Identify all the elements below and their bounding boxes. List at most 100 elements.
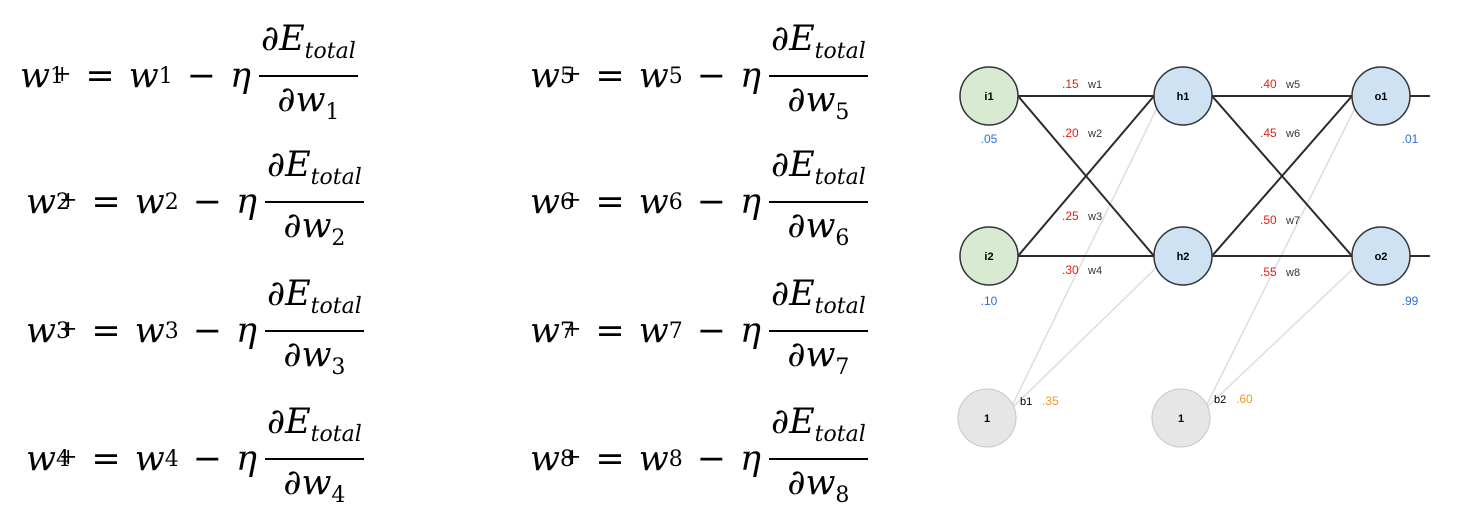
partial-derivative: ∂Etotal∂w1 [259,20,358,132]
lhs-weight: w [530,439,560,479]
rhs-index: 5 [668,63,683,89]
denominator-symbol: ∂w [787,80,836,120]
bias-name-b1: b1 [1020,396,1032,408]
updated-marker: + [562,187,582,213]
weight-value-w7: .50 [1260,213,1277,227]
rhs-weight: w [638,311,669,351]
learning-rate: η [740,56,762,96]
learning-rate: η [740,182,762,222]
denominator-subscript: 6 [835,226,850,251]
bias-edge-b1-h2 [1009,265,1159,411]
rhs-weight: w [638,56,669,96]
numerator-subscript: total [814,294,866,319]
node-o1 [1351,66,1411,126]
rhs-weight: w [128,56,159,96]
weight-value-w5: .40 [1260,77,1277,91]
weight-name-w4: w4 [1087,265,1102,277]
equals-sign: = [91,439,121,479]
edge-w7 [1211,95,1353,257]
node-label-h1: h1 [1177,91,1190,103]
denominator-symbol: ∂w [283,206,332,246]
weight-name-w1: w1 [1087,79,1102,91]
numerator: ∂Etotal [265,275,364,332]
updated-marker: + [562,61,582,87]
denominator-subscript: 4 [331,483,346,508]
rhs-index: 1 [158,63,173,89]
bias-edge-b1-h1 [1009,105,1159,411]
value-i2: .10 [981,294,998,308]
weight-value-w4: .30 [1062,263,1079,277]
numerator-subscript: total [814,165,866,190]
lhs-index: 6 [559,189,574,215]
lhs-index: 4 [55,446,70,472]
equals-sign: = [595,182,625,222]
updated-marker: + [58,187,78,213]
lhs-index: 5 [559,63,574,89]
numerator: ∂Etotal [769,403,868,460]
rhs-index: 7 [668,318,683,344]
learning-rate: η [236,311,258,351]
node-h1 [1153,66,1213,126]
lhs-weight: w [530,311,560,351]
weight-value-w6: .45 [1260,126,1277,140]
weight-name-w5: w5 [1285,79,1300,91]
denominator-symbol: ∂w [283,463,332,503]
weight-name-w6: w6 [1285,128,1300,140]
rhs-index: 4 [164,446,179,472]
minus-sign: − [192,439,223,479]
partial-derivative: ∂Etotal∂w6 [769,146,868,258]
equals-sign: = [595,56,625,96]
denominator-symbol: ∂w [277,80,326,120]
node-i1 [959,66,1019,126]
learning-rate: η [740,439,762,479]
value-i1: .05 [981,132,998,146]
node-label-o2: o2 [1375,251,1388,263]
numerator-subscript: total [310,294,362,319]
equals-sign: = [595,311,625,351]
learning-rate: η [236,182,258,222]
lhs-weight: w [26,182,56,222]
denominator-symbol: ∂w [787,335,836,375]
denominator-subscript: 1 [325,100,340,125]
node-label-h2: h2 [1177,251,1190,263]
partial-derivative: ∂Etotal∂w4 [265,403,364,515]
rhs-weight: w [134,182,165,222]
numerator-subscript: total [814,39,866,64]
bias-edge-b2-o2 [1203,265,1357,411]
numerator: ∂Etotal [769,275,868,332]
numerator: ∂Etotal [259,20,358,77]
minus-sign: − [192,311,223,351]
denominator-subscript: 2 [331,226,346,251]
bias-name-b2: b2 [1214,394,1226,406]
denominator-subscript: 8 [835,483,850,508]
numerator-symbol: ∂E [771,145,815,185]
weight-name-w3: w3 [1087,211,1102,223]
bias-edge-b2-o1 [1203,105,1357,411]
bias-value-b2: .60 [1236,392,1253,406]
bias-value-b1: .35 [1042,394,1059,408]
numerator-symbol: ∂E [267,402,311,442]
denominator-symbol: ∂w [787,463,836,503]
weight-name-w2: w2 [1087,128,1102,140]
learning-rate: η [236,439,258,479]
numerator-symbol: ∂E [771,402,815,442]
node-h2 [1153,226,1213,286]
numerator: ∂Etotal [769,146,868,203]
denominator: ∂w3 [283,332,345,387]
numerator: ∂Etotal [265,146,364,203]
denominator: ∂w2 [283,203,345,258]
lhs-index: 7 [559,318,574,344]
denominator-subscript: 5 [835,100,850,125]
weight-name-w8: w8 [1285,267,1300,279]
minus-sign: − [192,182,223,222]
weight-value-w2: .20 [1062,126,1079,140]
rhs-index: 2 [164,189,179,215]
denominator: ∂w6 [787,203,849,258]
updated-marker: + [562,444,582,470]
